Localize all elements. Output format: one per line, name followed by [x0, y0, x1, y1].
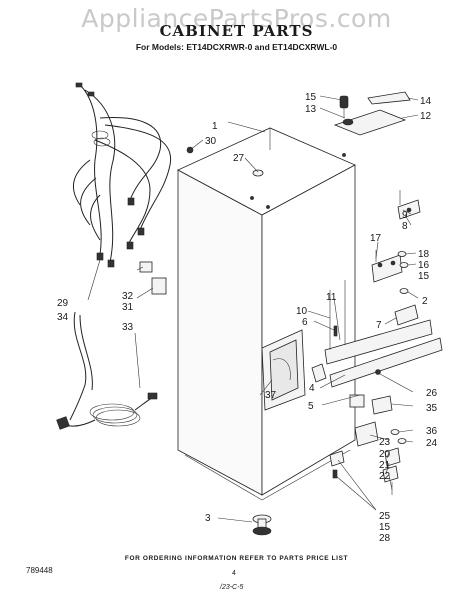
- cabinet-body: [177, 127, 365, 501]
- callout-27: 27: [233, 153, 245, 164]
- callout-24: 24: [426, 438, 438, 449]
- callout-26: 26: [426, 388, 438, 399]
- callout-33: 33: [122, 322, 134, 333]
- callout-10: 10: [296, 306, 308, 317]
- top-hinge-assembly: [333, 91, 411, 136]
- callout-11: 11: [326, 292, 337, 303]
- callout-4: 4: [309, 383, 315, 394]
- callout-14: 14: [420, 96, 432, 107]
- callout-2: 2: [422, 296, 428, 307]
- model-subtitle: For Models: ET14DCXRWR-0 and ET14DCXRWL-…: [135, 42, 338, 52]
- callout-15-top: 15: [305, 92, 317, 103]
- callout-21: 21: [379, 460, 391, 471]
- callout-37: 37: [265, 390, 277, 401]
- callout-25: 25: [379, 511, 391, 522]
- callout-23: 23: [379, 437, 391, 448]
- divider-bracket-assembly: [371, 250, 409, 294]
- callout-36: 36: [426, 426, 438, 437]
- callout-35: 35: [426, 403, 438, 414]
- callout-labels: 1 2 3 4 5 6 7 8 9 10 11 12 13 14 15 15 1…: [57, 92, 438, 544]
- grommet-part: [151, 277, 167, 295]
- callout-22: 22: [379, 471, 391, 482]
- page-title: CABINET PARTS: [159, 22, 314, 40]
- callout-15-bottom: 15: [379, 522, 391, 533]
- callout-18: 18: [418, 249, 430, 260]
- lower-hinge-hardware: [329, 369, 407, 495]
- callout-16: 16: [418, 260, 430, 271]
- callout-34: 34: [57, 312, 69, 323]
- callout-7: 7: [376, 320, 382, 331]
- callout-3: 3: [205, 513, 211, 524]
- leveling-leg: [252, 514, 272, 536]
- leader-lines: [87, 95, 419, 523]
- dispenser-housing: [261, 329, 306, 411]
- cabinet-corner-bracket: [349, 394, 365, 408]
- callout-6: 6: [302, 317, 308, 328]
- watermark: AppliancePartsPros.com: [81, 4, 392, 33]
- callout-1: 1: [212, 121, 218, 132]
- page-number: 4: [232, 570, 236, 577]
- center-hinge: [397, 190, 421, 220]
- connector-part: [139, 261, 153, 273]
- callout-13: 13: [305, 104, 317, 115]
- callout-15-mid: 15: [418, 271, 430, 282]
- callout-8: 8: [402, 221, 408, 232]
- callout-28: 28: [379, 533, 391, 544]
- power-cord: [56, 261, 167, 430]
- wiring-harness: [72, 82, 172, 268]
- handwritten-code: /23-C-5: [220, 584, 244, 591]
- callout-30: 30: [205, 136, 217, 147]
- callout-32: 32: [122, 291, 134, 302]
- callout-17: 17: [370, 233, 382, 244]
- ordering-note: FOR ORDERING INFORMATION REFER TO PARTS …: [124, 555, 349, 562]
- mullion-rails: [311, 280, 443, 388]
- callout-9: 9: [402, 210, 408, 221]
- document-number: 789448: [26, 566, 53, 575]
- callout-5: 5: [308, 401, 314, 412]
- callout-31: 31: [122, 302, 134, 313]
- callout-29: 29: [57, 298, 69, 309]
- callout-20: 20: [379, 449, 391, 460]
- callout-12: 12: [420, 111, 432, 122]
